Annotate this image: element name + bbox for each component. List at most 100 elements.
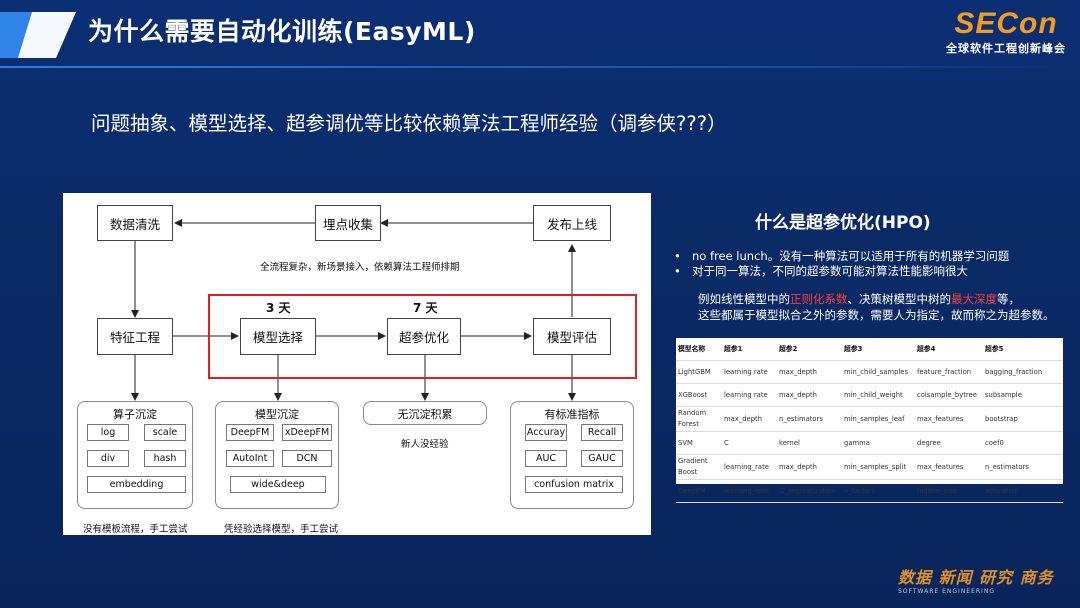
chip-confusion-matrix: confusion matrix: [525, 476, 623, 493]
chip-deepfm: DeepFM: [226, 424, 274, 441]
chip-scale: scale: [144, 424, 186, 441]
table-cell: n_estimators: [983, 454, 1063, 480]
chip-log: log: [87, 424, 129, 441]
logo-sub-text: 全球软件工程创新峰会: [946, 42, 1066, 55]
note-top: 全流程复杂，新场景接入，依赖算法工程师排期: [260, 262, 460, 273]
box-tracking: 埋点收集: [315, 205, 381, 241]
table-cell: max_depth: [777, 454, 842, 480]
chip-hash: hash: [144, 450, 186, 467]
table-cell: bagging_fraction: [983, 360, 1063, 384]
chip-auc: AUC: [525, 450, 567, 467]
chip-div: div: [87, 450, 129, 467]
example-part: 等，: [997, 292, 1020, 306]
table-cell: gamma: [842, 431, 915, 455]
table-cell: coef0: [983, 431, 1063, 455]
watermark-main: 数据 新闻 研究 商务: [898, 568, 1054, 587]
box-release: 发布上线: [533, 205, 611, 241]
table-cell: n_estimators: [777, 406, 842, 432]
table-cell: learning_rate: [722, 454, 777, 480]
chip-xdeepfm: xDeepFM: [282, 424, 332, 441]
table-cell: degree: [915, 431, 983, 455]
group-operators: 算子沉淀 log scale div hash embedding: [77, 401, 193, 509]
table-header-cell: 超参5: [983, 338, 1063, 361]
table-cell: min_child_weight: [842, 383, 915, 407]
watermark: 数据 新闻 研究 商务 SOFTWARE ENGINEERING: [898, 564, 1066, 595]
chip-embedding: embedding: [87, 476, 186, 493]
table-cell: max_features: [915, 406, 983, 432]
hpo-bullets: no free lunch。没有一种算法可以适用于所有的机器学习问题 对于同一算…: [670, 249, 1070, 279]
example-part: 、决策树模型中树的: [847, 292, 952, 306]
chip-accuray: Accuray: [525, 424, 567, 441]
chip-recall: Recall: [581, 424, 623, 441]
chip-autoint: AutoInt: [226, 450, 274, 467]
table-header-cell: 超参2: [777, 338, 842, 361]
table-header-cell: 超参3: [842, 338, 915, 361]
table-cell: learning_rate: [722, 479, 777, 503]
chip-gauc: GAUC: [581, 450, 623, 467]
table-cell: min_child_samples: [842, 360, 915, 384]
chip-wide-deep: wide&deep: [230, 476, 326, 493]
group-no-accum: 无沉淀积累: [363, 401, 487, 425]
hpo-bullet: 对于同一算法，不同的超参数可能对算法性能影响很大: [670, 264, 1070, 279]
table-cell: max_depth: [722, 406, 777, 432]
table-cell: Gradient Boost: [676, 454, 722, 480]
hpo-bullet: no free lunch。没有一种算法可以适用于所有的机器学习问题: [670, 249, 1070, 264]
secon-logo: SECon 全球软件工程创新峰会: [946, 8, 1066, 56]
logo-main-text: SECon: [954, 7, 1058, 40]
flow-arrows: [131, 219, 576, 401]
table-cell: activation: [983, 479, 1063, 503]
table-cell: C: [722, 431, 777, 455]
box-hpo: 超参优化: [387, 318, 461, 355]
table-header-cell: 超参1: [722, 338, 777, 361]
box-feature: 特征工程: [97, 318, 173, 355]
table-cell: colsample_bytree: [915, 383, 983, 407]
table-cell: bootstrap: [983, 406, 1063, 432]
table-cell: LightGBM: [676, 360, 722, 384]
box-data-clean: 数据清洗: [97, 205, 173, 241]
table-header-cell: 超参4: [915, 338, 983, 361]
group-models: 模型沉淀 DeepFM xDeepFM AutoInt DCN wide&dee…: [215, 401, 339, 509]
table-header-cell: 模型名称: [676, 338, 722, 361]
box-model-select: 模型选择: [240, 318, 316, 355]
watermark-sub: SOFTWARE ENGINEERING: [898, 588, 995, 595]
group-operators-title: 算子沉淀: [113, 408, 157, 421]
table-cell: SVM: [676, 431, 722, 455]
table-cell: hidden_size: [915, 479, 983, 503]
example-highlight-depth: 最大深度: [951, 292, 997, 306]
table-cell: feature_fraction: [915, 360, 983, 384]
group-metrics-title: 有标准指标: [544, 408, 600, 421]
table-cell: max_features: [915, 454, 983, 480]
example-highlight-regularization: 正则化系数: [790, 292, 848, 306]
highlight-frame: [208, 294, 637, 379]
table-cell: max_depth: [777, 383, 842, 407]
header-logo-mark-icon: [0, 12, 76, 58]
hpo-example: 例如线性模型中的正则化系数、决策树模型中树的最大深度等， 这些都属于模型拟合之外…: [698, 291, 1055, 323]
table-cell: Random Forest: [676, 406, 722, 432]
page-title: 为什么需要自动化训练(EasyML): [88, 17, 476, 46]
days-model-label: 3 天: [266, 301, 291, 315]
group-no-accum-note: 新人没经验: [401, 439, 449, 450]
chip-dcn: DCN: [282, 450, 332, 467]
flow-diagram: 数据清洗 埋点收集 发布上线 全流程复杂，新场景接入，依赖算法工程师排期 特征工…: [63, 193, 651, 535]
slide-subtitle: 问题抽象、模型选择、超参调优等比较依赖算法工程师经验（调参侠???）: [91, 112, 727, 135]
table-cell: min_samples_leaf: [842, 406, 915, 432]
group-operators-note: 没有模板流程，手工尝试: [83, 524, 188, 535]
example-part: 例如线性模型中的: [698, 292, 790, 306]
hpo-title: 什么是超参优化(HPO): [755, 213, 931, 233]
table-cell: max_depth: [777, 360, 842, 384]
table-cell: XGBoost: [676, 383, 722, 407]
example-line2: 这些都属于模型拟合之外的参数，需要人为指定，故而称之为超参数。: [698, 308, 1055, 322]
table-cell: learning rate: [722, 360, 777, 384]
table-cell: learning rate: [722, 383, 777, 407]
table-cell: min_samples_split: [842, 454, 915, 480]
days-hpo-label: 7 天: [413, 301, 438, 315]
